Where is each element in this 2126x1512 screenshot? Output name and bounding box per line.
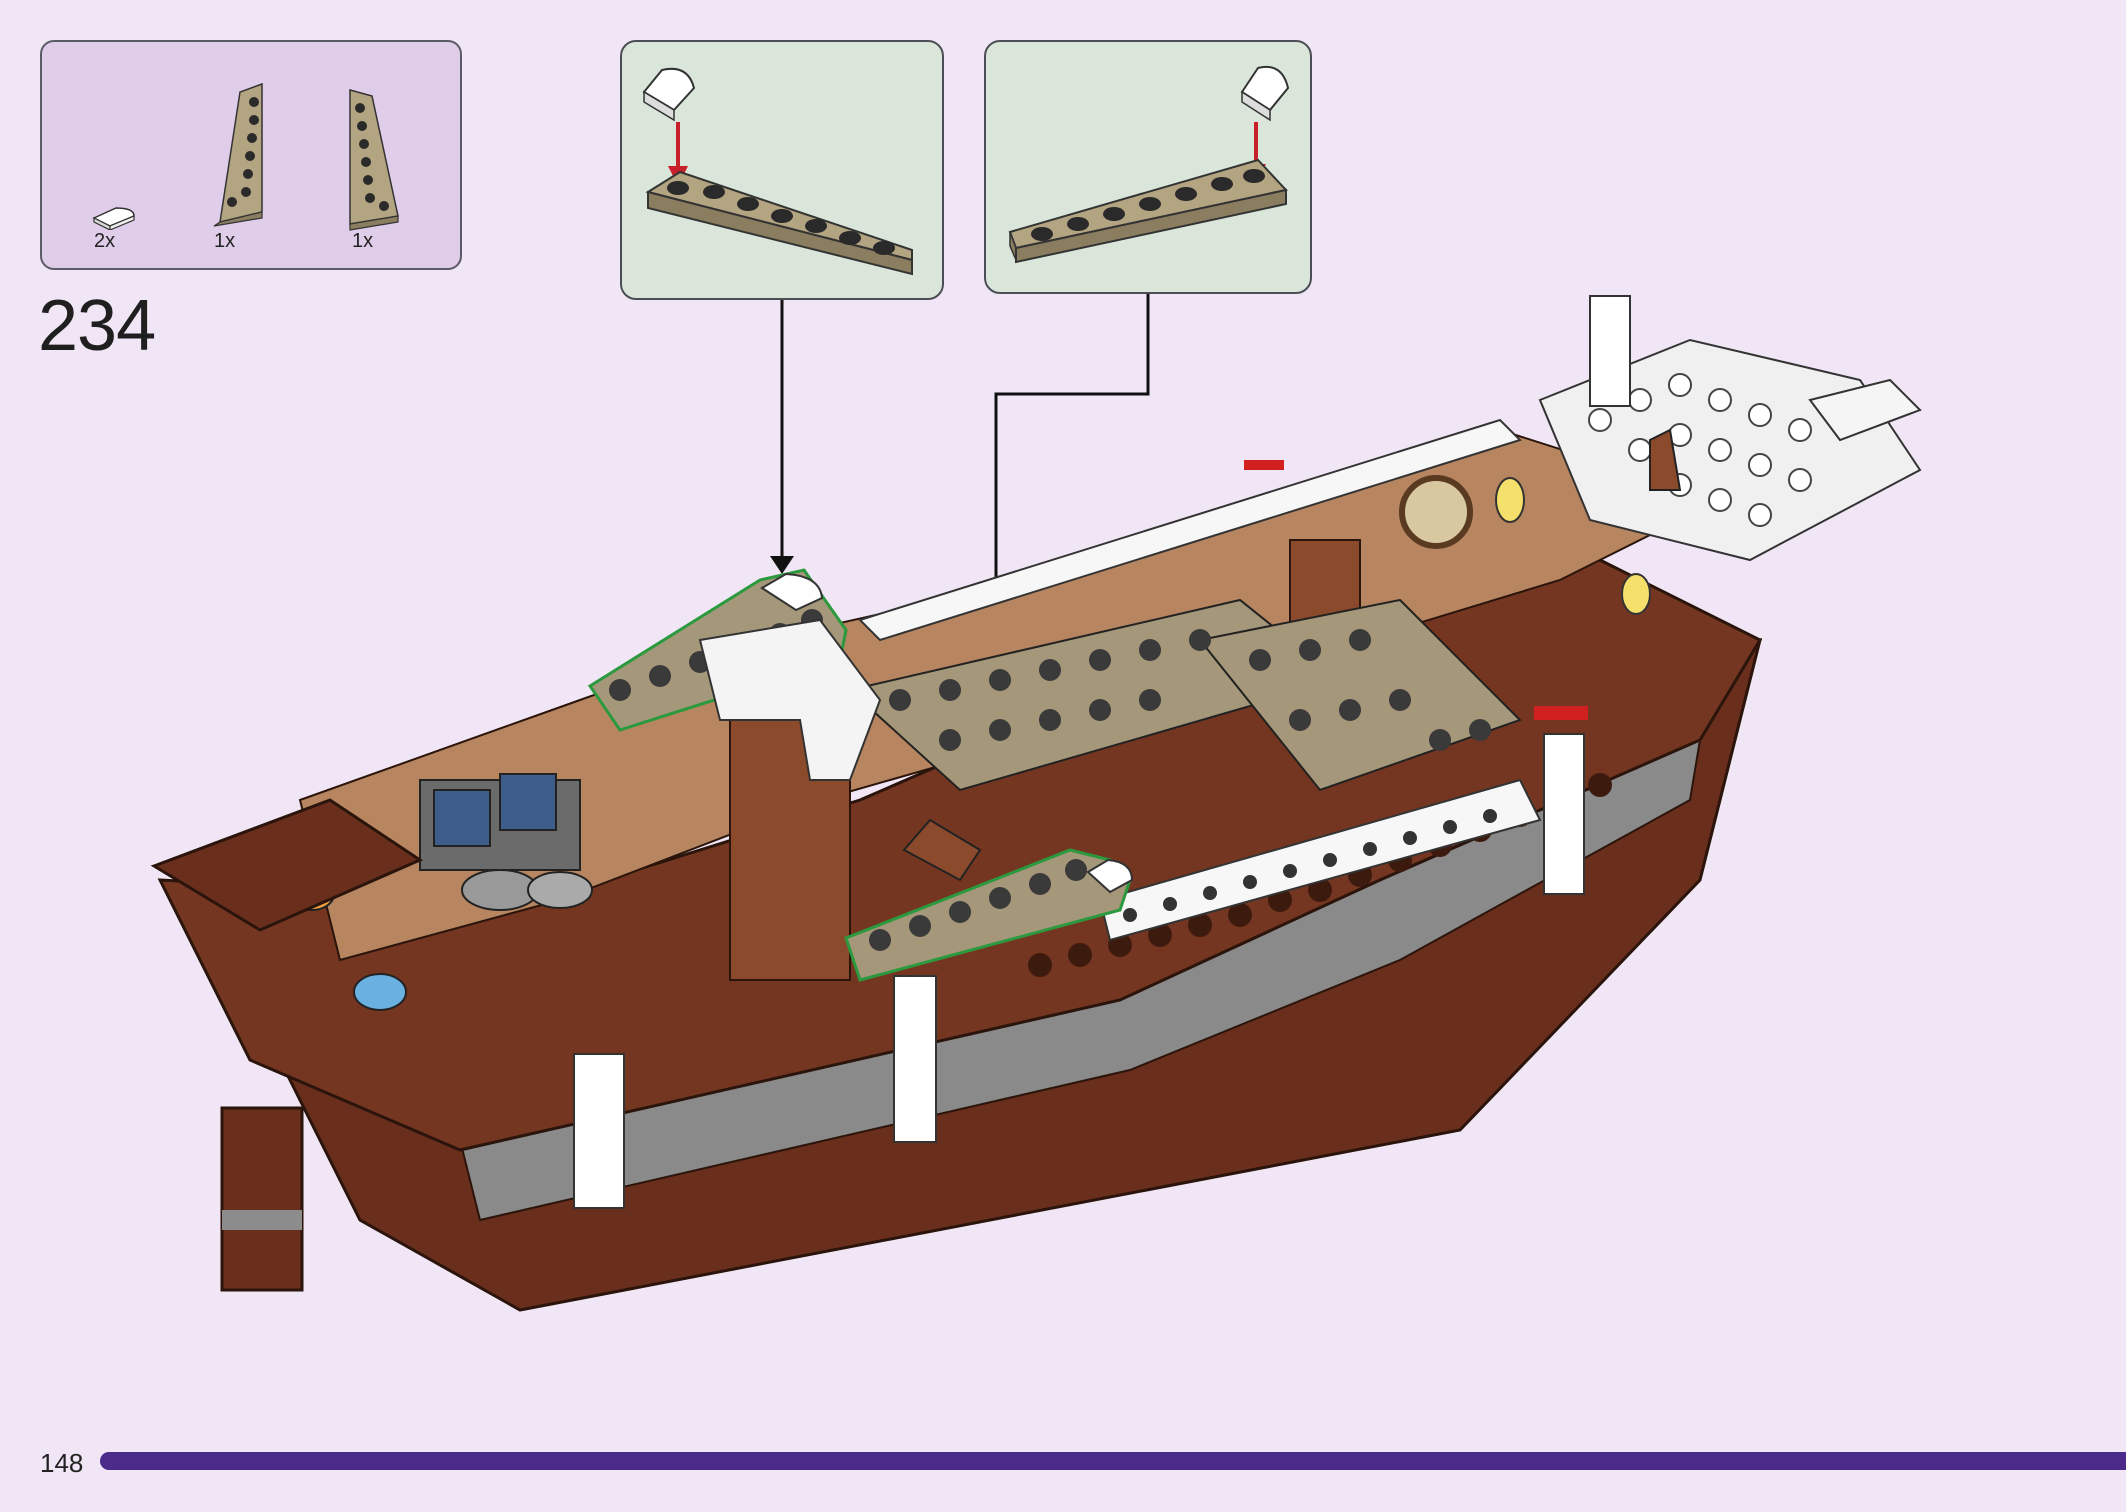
tan-wedge-plate-right-icon xyxy=(349,89,399,231)
part-qty: 1x xyxy=(214,230,236,252)
pirate-ship-model-icon xyxy=(150,294,1922,1312)
sub-assembly-callout-2 xyxy=(984,40,1312,294)
wedge-plate-assembly-icon xyxy=(642,67,913,276)
progress-bar xyxy=(100,1452,2126,1470)
part-qty: 1x xyxy=(352,230,374,252)
step-number: 234 xyxy=(38,286,156,366)
page-number: 148 xyxy=(40,1448,84,1478)
tan-wedge-plate-left-icon xyxy=(213,82,263,227)
wedge-plate-assembly-icon xyxy=(1008,66,1290,264)
sub-assembly-callout-1 xyxy=(620,40,944,300)
part-qty: 2x xyxy=(94,230,116,252)
white-tile-round-quarter-icon xyxy=(92,207,135,230)
parts-list: 2x 1x 1x xyxy=(40,40,462,270)
